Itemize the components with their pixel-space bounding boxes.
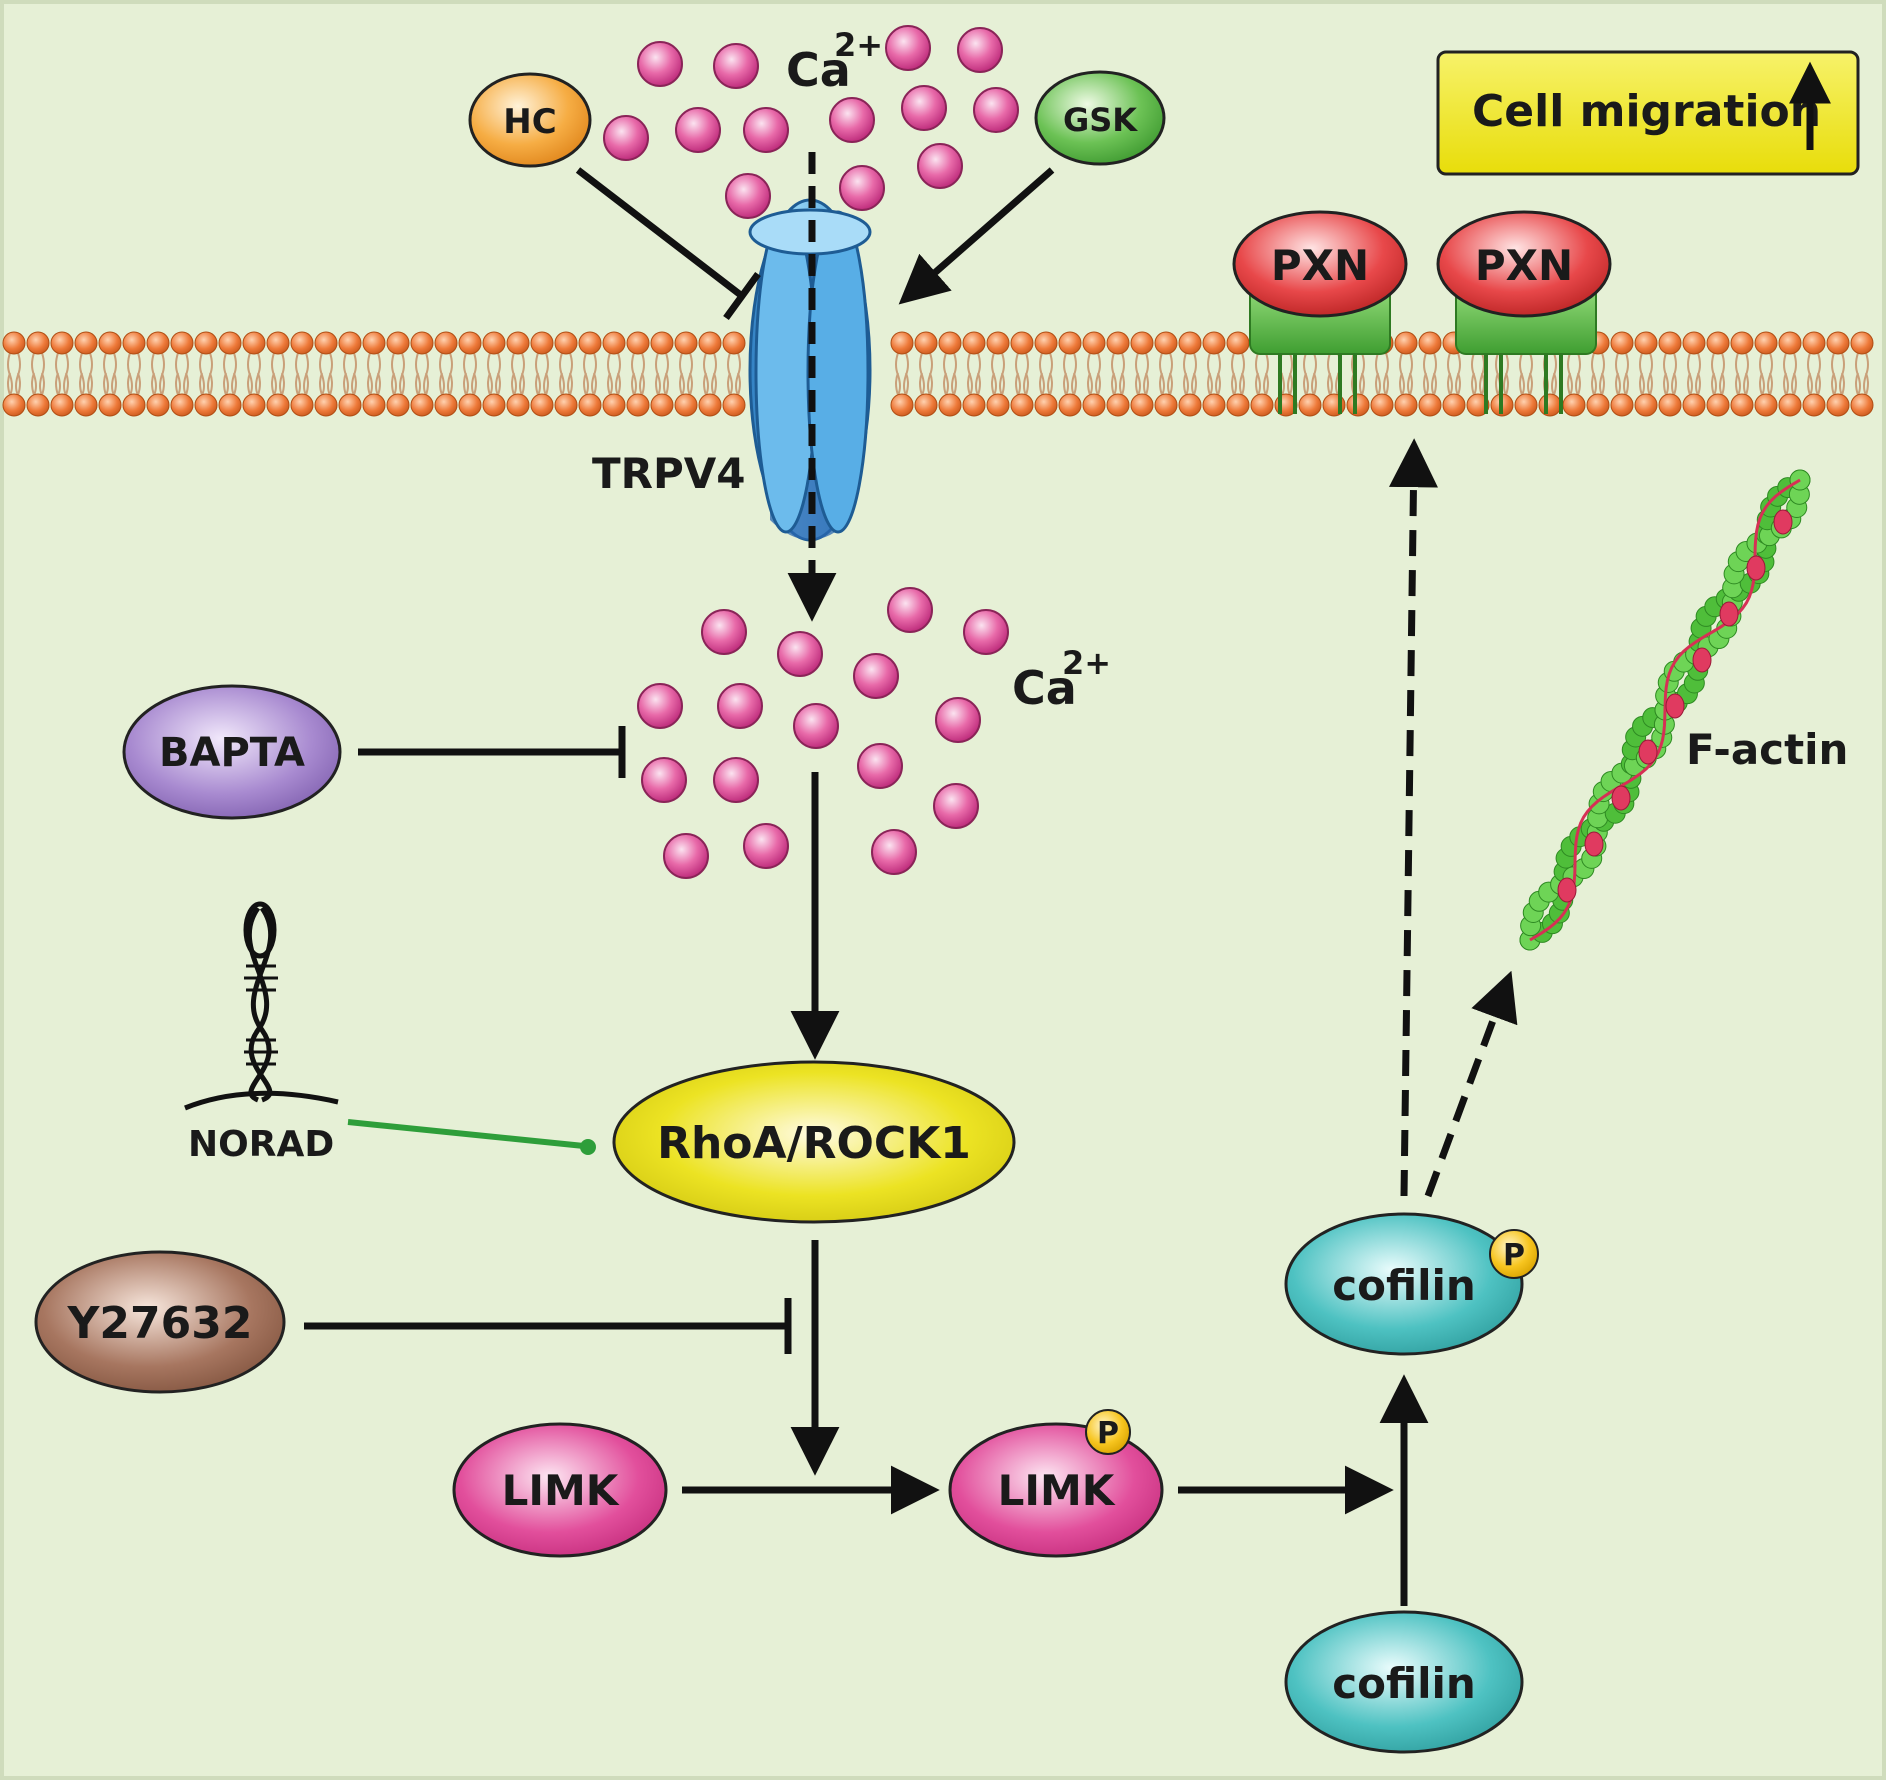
y27632-label: Y27632 bbox=[67, 1298, 253, 1349]
cell-migration-label: Cell migration bbox=[1472, 86, 1821, 137]
pxn-2-label: PXN bbox=[1475, 241, 1573, 290]
phospho-badge-limk bbox=[1085, 1409, 1131, 1455]
norad-inhibition bbox=[347, 1119, 596, 1155]
calcium-ion bbox=[917, 143, 963, 189]
calcium-ion bbox=[743, 107, 789, 153]
calcium-ion bbox=[717, 683, 763, 729]
rhoa-rock1-node: RhoA/ROCK1 bbox=[612, 1060, 1016, 1224]
gsk-activation-arrow bbox=[898, 167, 1055, 305]
ca-top-sup: 2+ bbox=[834, 26, 883, 64]
limk-p-label: LIMK bbox=[998, 1466, 1116, 1515]
p-cofilin-label: P bbox=[1503, 1238, 1525, 1273]
calcium-ion bbox=[637, 41, 683, 87]
f-actin-filament bbox=[1519, 469, 1811, 951]
calcium-ion bbox=[963, 609, 1009, 655]
calcium-ion bbox=[933, 783, 979, 829]
calcium-ion bbox=[725, 173, 771, 219]
calcium-ions-intracellular bbox=[637, 587, 1009, 879]
calcium-ion bbox=[839, 165, 885, 211]
cofilin-node: cofilin bbox=[1284, 1610, 1524, 1754]
calcium-ion bbox=[713, 43, 759, 89]
bapta-label: BAPTA bbox=[159, 730, 305, 776]
bapta-node: BAPTA bbox=[122, 684, 342, 820]
limk-node: LIMK bbox=[452, 1422, 668, 1558]
pxn-node-1: PXN bbox=[1232, 210, 1408, 414]
calcium-ion bbox=[935, 697, 981, 743]
phospho-cofilin-node: cofilin P bbox=[1284, 1212, 1539, 1356]
dna-icon bbox=[184, 901, 339, 1111]
calcium-ion bbox=[957, 27, 1003, 73]
calcium-ion bbox=[641, 757, 687, 803]
hc-inhibition bbox=[575, 167, 761, 321]
pxn-node-2: PXN bbox=[1436, 210, 1612, 414]
ca-mid-label: Ca bbox=[1012, 661, 1077, 715]
calcium-ion bbox=[663, 833, 709, 879]
phospho-limk-node: LIMK P bbox=[948, 1409, 1164, 1558]
calcium-ion bbox=[829, 97, 875, 143]
calcium-ion bbox=[887, 587, 933, 633]
ca-mid-sup: 2+ bbox=[1062, 644, 1111, 682]
norad-label: NORAD bbox=[188, 1124, 334, 1165]
cell-membrane bbox=[2, 331, 1874, 417]
p-limk-label: P bbox=[1097, 1416, 1119, 1451]
y27632-inhibition bbox=[304, 1298, 792, 1354]
calcium-ion bbox=[885, 25, 931, 71]
calcium-ions-extracellular bbox=[603, 25, 1019, 219]
gsk-node: GSK bbox=[1034, 70, 1166, 166]
ca-top-label: Ca bbox=[786, 43, 851, 97]
phospho-badge-cofilin bbox=[1489, 1229, 1539, 1279]
limk-label: LIMK bbox=[502, 1466, 620, 1515]
rhoa-rock1-label: RhoA/ROCK1 bbox=[657, 1118, 971, 1169]
calcium-ion bbox=[793, 703, 839, 749]
calcium-ion bbox=[901, 85, 947, 131]
pxn-1-label: PXN bbox=[1271, 241, 1369, 290]
cofilin-p-label: cofilin bbox=[1332, 1261, 1476, 1310]
y27632-node: Y27632 bbox=[34, 1250, 286, 1394]
gsk-label: GSK bbox=[1063, 101, 1138, 139]
bapta-inhibition bbox=[358, 726, 626, 778]
calcium-ion bbox=[603, 115, 649, 161]
calcium-ion bbox=[637, 683, 683, 729]
trpv4-label: TRPV4 bbox=[592, 449, 746, 498]
calcium-ion bbox=[743, 823, 789, 869]
hc-node: HC bbox=[468, 72, 592, 168]
calcium-ion bbox=[701, 609, 747, 655]
calcium-ion bbox=[871, 829, 917, 875]
cell-migration-box: Cell migration bbox=[1436, 50, 1860, 176]
cofilin-to-pxn-arrow bbox=[1388, 438, 1438, 1197]
calcium-ion bbox=[853, 653, 899, 699]
f-actin-label: F-actin bbox=[1686, 725, 1848, 774]
cofilin-label: cofilin bbox=[1332, 1659, 1476, 1708]
calcium-ion bbox=[857, 743, 903, 789]
calcium-ion bbox=[675, 107, 721, 153]
calcium-ion bbox=[973, 87, 1019, 133]
calcium-ion bbox=[777, 631, 823, 677]
calcium-ion bbox=[713, 757, 759, 803]
hc-label: HC bbox=[503, 102, 556, 142]
